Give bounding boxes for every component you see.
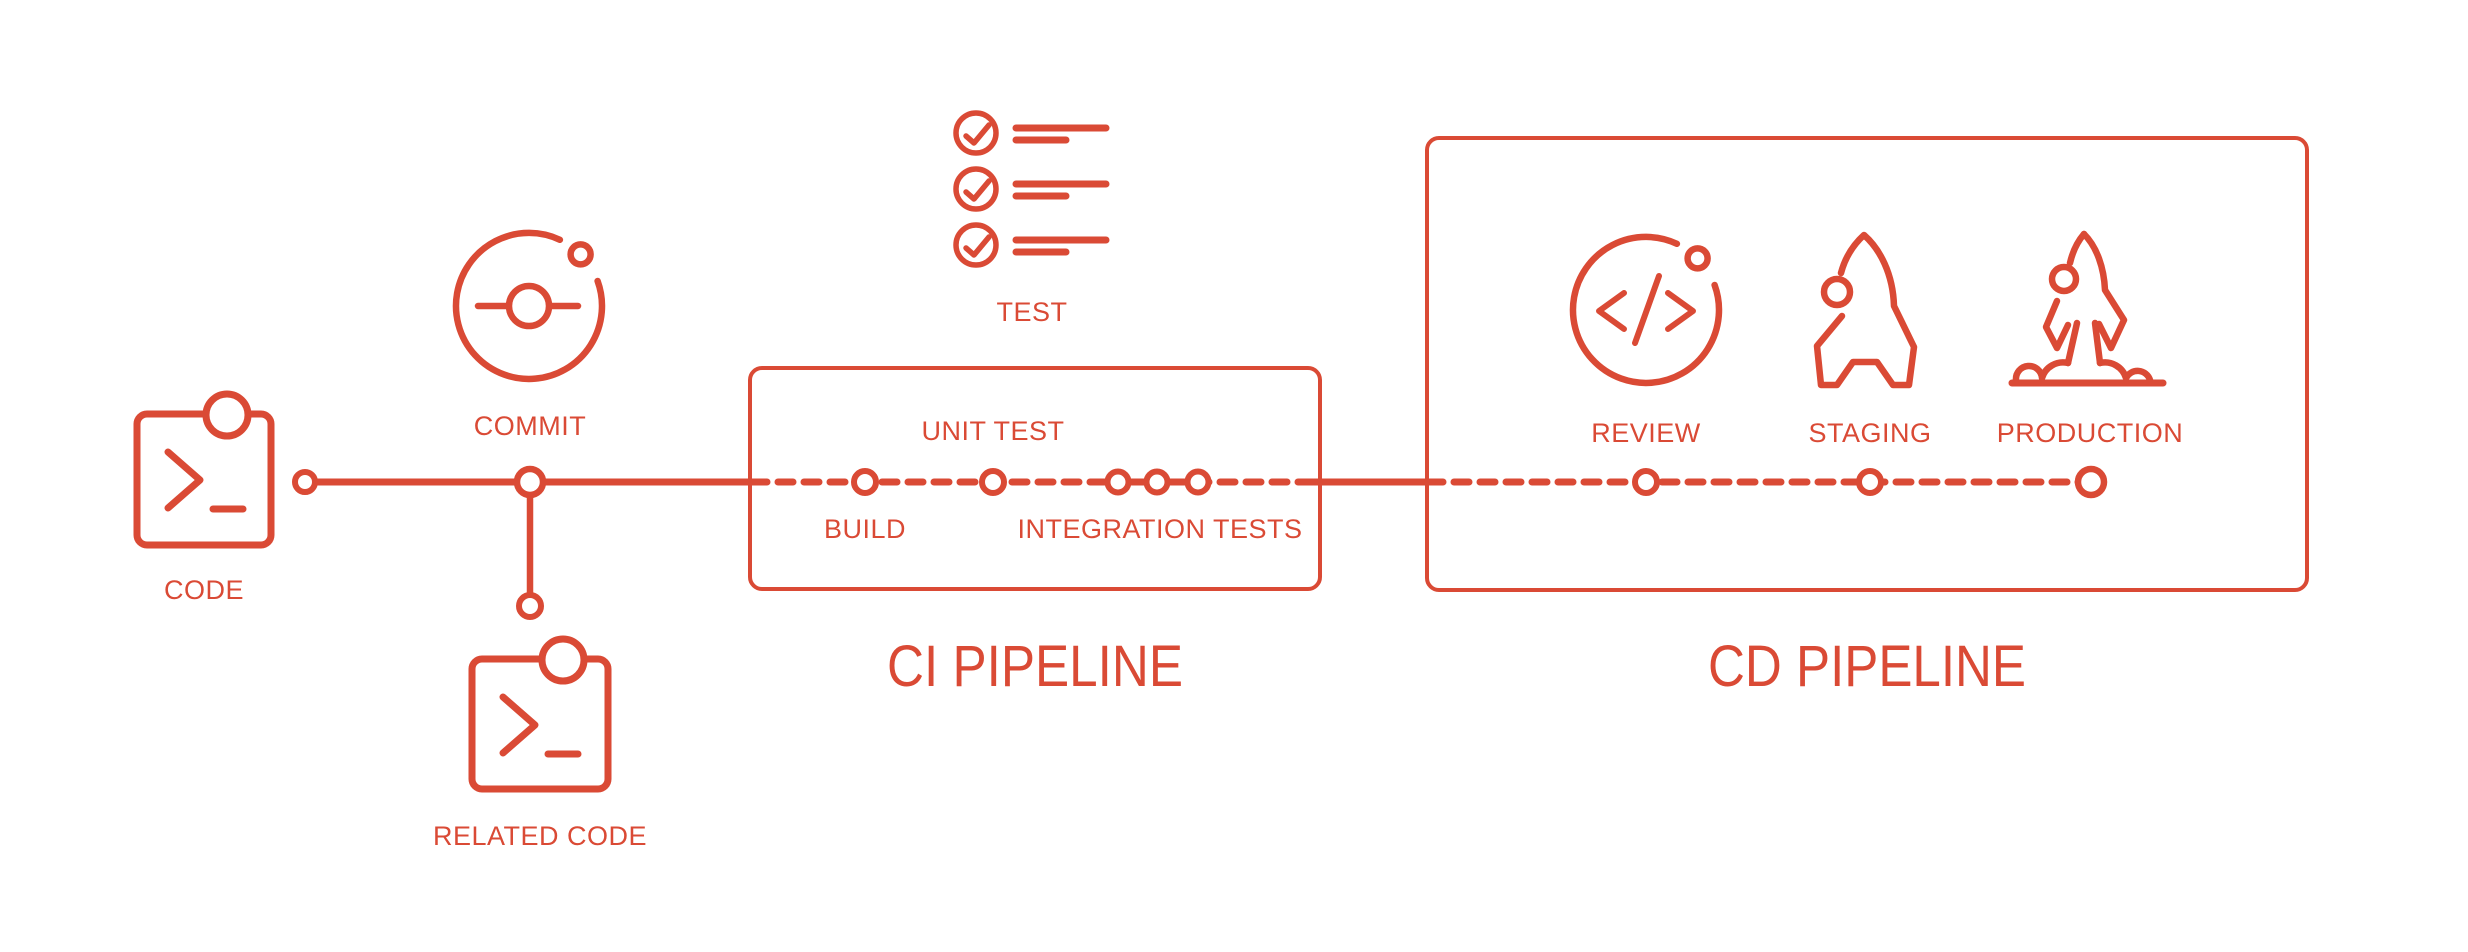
ci-pipeline-title: CI PIPELINE <box>887 634 1183 699</box>
related-code-icon <box>468 635 612 793</box>
rocket-porthole <box>1820 275 1854 309</box>
staging-label: STAGING <box>1808 418 1931 448</box>
production-label: PRODUCTION <box>1997 418 2184 448</box>
code-icon <box>133 390 275 549</box>
node-commit <box>513 465 547 499</box>
ci-pipeline-box <box>748 366 1322 591</box>
orbit-satellite <box>567 241 594 268</box>
staging-rocket-icon <box>1813 231 1918 389</box>
check-circle-icon <box>953 110 999 156</box>
terminal-frame <box>468 655 612 793</box>
terminal-frame <box>133 410 275 549</box>
production-rocket-icon <box>2008 230 2167 387</box>
orbit-arc <box>452 229 606 383</box>
check-mark-icon <box>963 234 992 258</box>
related-code-label: RELATED CODE <box>433 821 647 851</box>
test-checklist-icon <box>953 110 1110 268</box>
test-label: TEST <box>996 297 1067 327</box>
unit-test-label: UNIT TEST <box>921 416 1064 446</box>
node-production-end <box>2074 465 2108 499</box>
node-branch-end <box>516 592 544 620</box>
rocket-body <box>1813 231 1918 389</box>
orbit-arc <box>1569 233 1723 387</box>
check-circle-icon <box>953 222 999 268</box>
check-circle-icon <box>953 166 999 212</box>
code-label: CODE <box>164 575 244 605</box>
code-chevron-right <box>1665 290 1696 332</box>
node-unit-test <box>979 468 1007 496</box>
smoke-cloud-left <box>2012 359 2072 384</box>
node-start <box>292 469 318 495</box>
cd-box-outline <box>1425 136 2309 592</box>
code-chevron-left <box>1596 290 1627 332</box>
check-mark-icon <box>963 122 992 146</box>
rocket-nose-edge <box>2066 230 2088 267</box>
node-integration-3 <box>1184 468 1212 496</box>
review-icon <box>1569 233 1723 387</box>
node-integration-2 <box>1143 468 1171 496</box>
smoke-cloud-right <box>2096 359 2154 384</box>
exhaust-right <box>2091 319 2104 367</box>
exhaust-left <box>2064 319 2081 367</box>
rocket-body-left <box>2042 297 2072 352</box>
ci-box-outline <box>748 366 1322 591</box>
integration-tests-label: INTEGRATION TESTS <box>1017 514 1302 544</box>
review-label: REVIEW <box>1591 418 1701 448</box>
check-mark-icon <box>963 178 992 202</box>
node-integration-1 <box>1104 468 1132 496</box>
node-review <box>1632 468 1660 496</box>
pin-circle <box>202 390 252 440</box>
commit-orbit-icon <box>452 229 606 383</box>
node-build <box>851 468 879 496</box>
commit-label: COMMIT <box>474 411 586 441</box>
rocket-body-right <box>2080 230 2128 352</box>
prompt-chevron <box>499 693 539 757</box>
commit-dot <box>505 282 553 330</box>
cd-pipeline-box <box>1425 136 2309 592</box>
orbit-satellite <box>1684 245 1711 272</box>
cd-pipeline-title: CD PIPELINE <box>1708 634 2026 699</box>
commit-branch <box>513 465 547 620</box>
build-label: BUILD <box>824 514 906 544</box>
code-slash <box>1632 273 1662 346</box>
rocket-porthole <box>2048 263 2080 295</box>
node-staging <box>1856 468 1884 496</box>
pin-circle <box>538 635 588 685</box>
prompt-chevron <box>164 448 204 512</box>
